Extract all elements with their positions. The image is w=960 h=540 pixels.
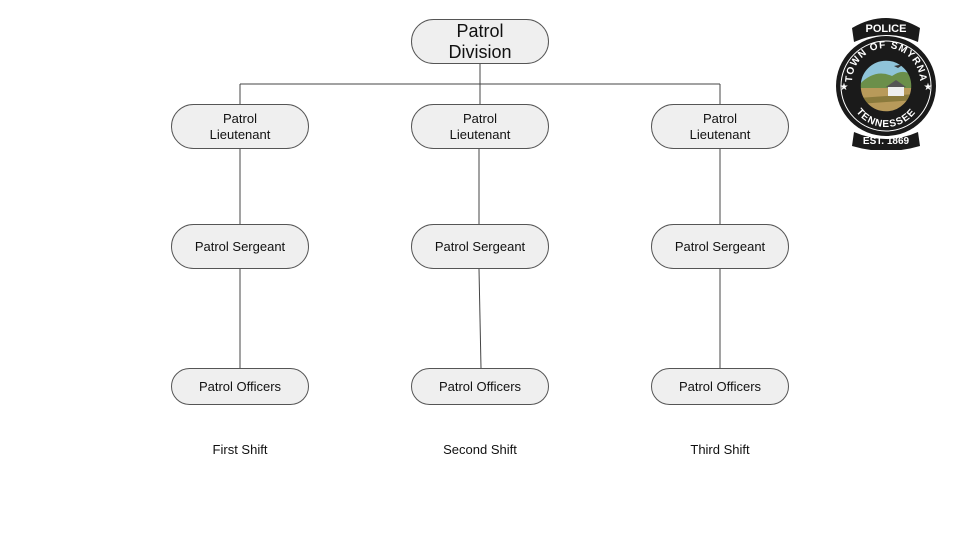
patrol-division-label: Patrol Division (448, 20, 512, 62)
patrol-division-node: Patrol Division (411, 19, 549, 64)
officers-node-third-shift: Patrol Officers (651, 368, 789, 405)
sergeant-label: Patrol Sergeant (434, 238, 526, 254)
sergeant-node-first-shift: Patrol Sergeant (171, 224, 309, 269)
sergeant-label: Patrol Sergeant (674, 238, 766, 254)
sergeant-label: Patrol Sergeant (194, 238, 286, 254)
seal-est-text: EST. 1869 (863, 136, 910, 147)
shift-label-first: First Shift (212, 442, 268, 457)
lieutenant-label: Patrol Lieutenant (449, 110, 511, 142)
lieutenant-node-second-shift: Patrol Lieutenant (411, 104, 549, 149)
seal-star-right: ★ (924, 82, 933, 93)
seal-landscape-scene (860, 60, 912, 112)
seal-top-tab (852, 18, 920, 42)
sergeant-node-third-shift: Patrol Sergeant (651, 224, 789, 269)
officers-node-second-shift: Patrol Officers (411, 368, 549, 405)
lieutenant-node-first-shift: Patrol Lieutenant (171, 104, 309, 149)
smyrna-police-seal-logo: POLICE EST. 1869 TOWN OF SMYRNA TENNESSE… (836, 18, 936, 150)
shift-label-third: Third Shift (690, 442, 750, 457)
seal-bottom-tab (852, 132, 920, 150)
lieutenant-label: Patrol Lieutenant (689, 110, 751, 142)
lieutenant-label: Patrol Lieutenant (209, 110, 271, 142)
sergeant-to-officers-2 (478, 268, 482, 369)
shift-label-second: Second Shift (443, 442, 517, 457)
officers-label: Patrol Officers (438, 378, 522, 394)
sergeant-node-second-shift: Patrol Sergeant (411, 224, 549, 269)
officers-node-first-shift: Patrol Officers (171, 368, 309, 405)
seal-top-text: POLICE (866, 23, 907, 35)
officers-label: Patrol Officers (678, 378, 762, 394)
officers-label: Patrol Officers (198, 378, 282, 394)
seal-star-left: ★ (840, 82, 849, 93)
lieutenant-node-third-shift: Patrol Lieutenant (651, 104, 789, 149)
